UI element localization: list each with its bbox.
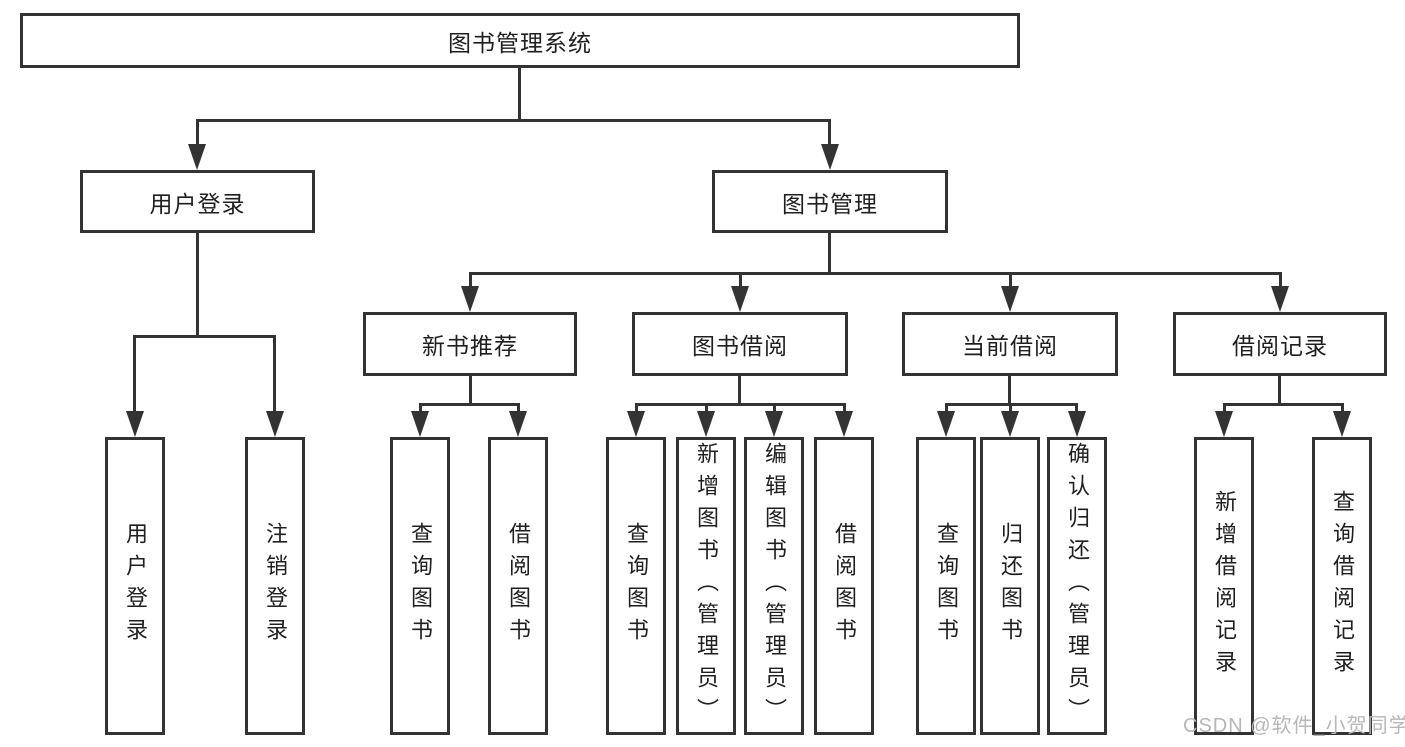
arrow-down-icon xyxy=(1001,411,1019,437)
edge-leaf-stub xyxy=(773,403,776,417)
edge-leaf-stub xyxy=(705,403,708,417)
csdn-watermark: CSDN @软件_小贺同学 xyxy=(1183,715,1405,737)
arrow-down-icon xyxy=(1271,286,1289,312)
edge-leaf-stub xyxy=(1223,403,1226,417)
node-leaf-add-book-admin: 新增图书（管理员） xyxy=(676,437,736,735)
edge-book-mgmt-stem xyxy=(828,233,831,275)
arrow-down-icon xyxy=(697,411,715,437)
arrow-down-icon xyxy=(821,144,839,170)
edge-to-borrow-records xyxy=(1279,272,1282,292)
edge-book-mgmt-bar xyxy=(469,272,1282,275)
node-current-borrow: 当前借阅 xyxy=(902,312,1118,376)
edge-current-borrow-stem xyxy=(1008,376,1011,406)
node-leaf-query-books-borrow: 查询图书 xyxy=(606,437,666,735)
edge-to-book-borrow xyxy=(739,272,742,292)
edge-root-bar xyxy=(196,119,831,122)
node-leaf-add-borrow-record: 新增借阅记录 xyxy=(1194,437,1254,735)
node-leaf-borrow-books: 借阅图书 xyxy=(814,437,874,735)
node-book-mgmt: 图书管理 xyxy=(712,170,948,233)
node-root: 图书管理系统 xyxy=(20,13,1020,68)
node-leaf-edit-book-admin: 编辑图书（管理员） xyxy=(744,437,804,735)
node-leaf-query-books-rec: 查询图书 xyxy=(390,437,450,735)
node-book-borrow: 图书借阅 xyxy=(632,312,848,376)
arrow-down-icon xyxy=(461,286,479,312)
arrow-down-icon xyxy=(765,411,783,437)
edge-leaf-stub xyxy=(1009,403,1012,417)
arrow-down-icon xyxy=(188,144,206,170)
edge-to-user-login xyxy=(196,119,199,148)
node-new-book-rec: 新书推荐 xyxy=(363,312,577,376)
node-leaf-return-books: 归还图书 xyxy=(980,437,1040,735)
node-leaf-query-books-current: 查询图书 xyxy=(916,437,976,735)
node-user-login: 用户登录 xyxy=(80,170,315,233)
edge-to-current-borrow xyxy=(1009,272,1012,292)
edge-to-book-mgmt xyxy=(828,119,831,148)
edge-leaf-stub xyxy=(843,403,846,417)
edge-leaf-stub xyxy=(1075,403,1078,417)
arrow-down-icon xyxy=(411,411,429,437)
edge-leaf-stub xyxy=(635,403,638,417)
edge-leaf-stub xyxy=(517,403,520,417)
arrow-down-icon xyxy=(1333,411,1351,437)
edge-to-leaf-logout xyxy=(273,335,276,415)
edge-root-stem xyxy=(518,68,521,122)
edge-new-book-rec-stem xyxy=(469,376,472,406)
node-leaf-query-borrow-record: 查询借阅记录 xyxy=(1312,437,1372,735)
edge-book-borrow-stem xyxy=(738,376,741,406)
arrow-down-icon xyxy=(1001,286,1019,312)
edge-leaf-stub xyxy=(1341,403,1344,417)
arrow-down-icon xyxy=(627,411,645,437)
arrow-down-icon xyxy=(1215,411,1233,437)
edge-leaf-stub xyxy=(945,403,948,417)
edge-borrow-records-bar xyxy=(1223,403,1344,406)
edge-user-login-stem xyxy=(196,233,199,338)
arrow-down-icon xyxy=(266,411,284,437)
node-leaf-logout: 注销登录 xyxy=(245,437,305,735)
node-leaf-user-login: 用户登录 xyxy=(105,437,165,735)
arrow-down-icon xyxy=(126,411,144,437)
edge-borrow-records-stem xyxy=(1278,376,1281,406)
arrow-down-icon xyxy=(835,411,853,437)
arrow-down-icon xyxy=(509,411,527,437)
node-borrow-records: 借阅记录 xyxy=(1173,312,1387,376)
edge-to-new-book-rec xyxy=(469,272,472,292)
edge-to-leaf-user-login xyxy=(133,335,136,415)
edge-user-login-bar xyxy=(133,335,276,338)
edge-leaf-stub xyxy=(419,403,422,417)
node-leaf-borrow-books-rec: 借阅图书 xyxy=(488,437,548,735)
edge-book-borrow-bar xyxy=(635,403,846,406)
arrow-down-icon xyxy=(1068,411,1086,437)
arrow-down-icon xyxy=(731,286,749,312)
node-leaf-confirm-return-admin: 确认归还（管理员） xyxy=(1047,437,1107,735)
edge-new-book-rec-bar xyxy=(419,403,520,406)
arrow-down-icon xyxy=(937,411,955,437)
